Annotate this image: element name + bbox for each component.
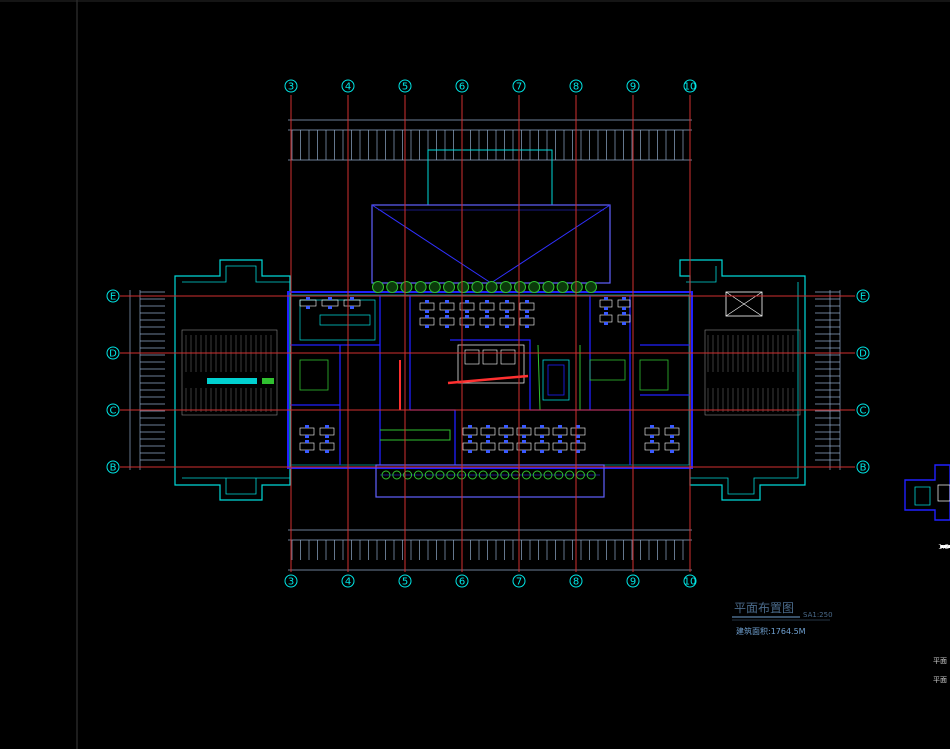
- side-note-1: 平面: [933, 657, 947, 665]
- axis-row-left-B: B: [106, 460, 120, 474]
- axis-col-bottom-6: 6: [455, 574, 469, 588]
- axis-col-bottom-5: 5: [398, 574, 412, 588]
- axis-col-bottom-4: 4: [341, 574, 355, 588]
- axis-col-top-8: 8: [569, 79, 583, 93]
- right-stair-treads: [707, 335, 794, 412]
- drawing-scale: SA1:250: [803, 611, 833, 619]
- axis-col-bottom-3-label: 3: [288, 577, 294, 588]
- axis-row-left-D: D: [106, 346, 120, 360]
- axis-row-right-C: C: [856, 403, 870, 417]
- axis-col-bottom-10: 10: [683, 574, 697, 588]
- planters-north: [372, 281, 597, 293]
- office-chairs: [305, 297, 674, 453]
- column-axis-bottom: 3 4 5 6 7 8 9 10: [284, 574, 697, 588]
- row-axis-left: E D C B: [106, 289, 120, 474]
- axis-row-left-C: C: [106, 403, 120, 417]
- axis-col-bottom-8: 8: [569, 574, 583, 588]
- axis-row-left-B-label: B: [110, 463, 117, 474]
- side-scale: 1:2: [938, 543, 949, 551]
- north-canopy: [371, 149, 611, 284]
- row-axis-right: E D C B: [856, 289, 870, 474]
- axis-row-right-D-label: D: [859, 349, 867, 360]
- axis-row-left-E-label: E: [110, 292, 116, 303]
- axis-col-bottom-10-label: 10: [684, 577, 697, 588]
- axis-row-right-B: B: [856, 460, 870, 474]
- axis-col-bottom-3: 3: [284, 574, 298, 588]
- building-area: 建筑面积:1764.5M: [736, 626, 806, 636]
- detail-thumbnail: [904, 464, 950, 548]
- column-axis-top: 3 4 5 6 7 8 9 10: [284, 79, 697, 93]
- axis-col-top-8-label: 8: [573, 82, 579, 93]
- axis-col-top-5-label: 5: [402, 82, 408, 93]
- grid-lines-vertical: [290, 95, 691, 572]
- axis-col-bottom-9-label: 9: [630, 577, 636, 588]
- axis-col-top-3: 3: [284, 79, 298, 93]
- axis-row-right-E: E: [856, 289, 870, 303]
- grid-lines-horizontal: [120, 295, 855, 468]
- drawing-title: 平面布置图: [734, 601, 794, 615]
- axis-col-top-10-label: 10: [684, 82, 697, 93]
- axis-row-right-C-label: C: [860, 406, 867, 417]
- axis-col-bottom-7-label: 7: [516, 577, 522, 588]
- south-terrace: [375, 464, 605, 498]
- axis-col-bottom-5-label: 5: [402, 577, 408, 588]
- axis-col-bottom-4-label: 4: [345, 577, 351, 588]
- axis-col-top-3-label: 3: [288, 82, 294, 93]
- axis-row-right-B-label: B: [860, 463, 867, 474]
- axis-col-top-7-label: 7: [516, 82, 522, 93]
- axis-col-top-4-label: 4: [345, 82, 351, 93]
- axis-col-bottom-6-label: 6: [459, 577, 465, 588]
- axis-col-bottom-8-label: 8: [573, 577, 579, 588]
- left-wing: [174, 259, 291, 501]
- axis-col-top-7: 7: [512, 79, 526, 93]
- axis-col-top-4: 4: [341, 79, 355, 93]
- dimension-ticks: [140, 130, 840, 560]
- side-note-2: 平面: [933, 676, 947, 684]
- axis-col-top-5: 5: [398, 79, 412, 93]
- axis-row-left-E: E: [106, 289, 120, 303]
- axis-row-left-D-label: D: [109, 349, 117, 360]
- axis-col-bottom-9: 9: [626, 574, 640, 588]
- axis-col-top-6-label: 6: [459, 82, 465, 93]
- axis-row-left-C-label: C: [110, 406, 117, 417]
- axis-col-bottom-7: 7: [512, 574, 526, 588]
- axis-row-right-E-label: E: [860, 292, 866, 303]
- left-stair-treads: [185, 335, 272, 412]
- axis-col-top-10: 10: [683, 79, 697, 93]
- axis-col-top-9-label: 9: [630, 82, 636, 93]
- axis-col-top-9: 9: [626, 79, 640, 93]
- axis-col-top-6: 6: [455, 79, 469, 93]
- axis-row-right-D: D: [856, 346, 870, 360]
